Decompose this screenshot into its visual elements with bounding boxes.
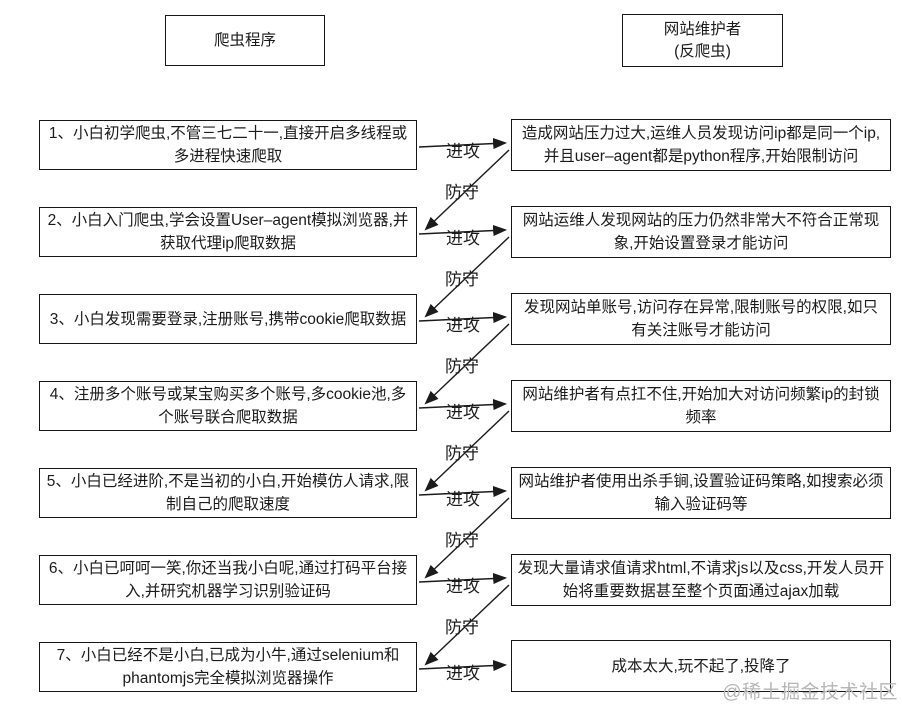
attack-arrow-6 [418,572,508,585]
defend-arrow-6 [424,584,510,666]
attack-arrow-1 [418,137,508,150]
attack-label-7: 进攻 [446,664,480,683]
crawler-step-5-text: 5、小白已经进阶,不是当初的小白,开始模仿人请求,限制自己的爬取速度 [46,473,410,513]
defend-arrow-4 [424,410,510,492]
maintainer-response-7-text: 成本太大,玩不起了,投降了 [611,657,791,675]
defend-label-5: 防守 [445,531,479,550]
attack-label-6: 进攻 [446,577,480,596]
defend-arrow-3 [424,323,510,405]
crawler-step-2-text: 2、小白入门爬虫,学会设置User–agent模拟浏览器,并获取代理ip爬取数据 [47,212,409,252]
maintainer-response-6-box: 发现大量请求值请求html,不请求js以及css,开发人员开始将重要数据甚至整个… [511,554,891,606]
crawler-step-1-text: 1、小白初学爬虫,不管三七二十一,直接开启多线程或多进程快速爬取 [48,125,408,165]
crawler-step-5-box: 5、小白已经进阶,不是当初的小白,开始模仿人请求,限制自己的爬取速度 [39,468,417,518]
maintainer-response-3-box: 发现网站单账号,访问存在异常,限制账号的权限,如只有关注账号才能访问 [511,293,891,345]
defend-label-3: 防守 [445,357,479,376]
attack-arrow-2 [418,224,508,237]
crawler-step-7-box: 7、小白已经不是小白,已成为小牛,通过selenium和phantomjs完全模… [39,642,417,692]
crawler-step-6-box: 6、小白已呵呵一笑,你还当我小白呢,通过打码平台接入,并研究机器学习识别验证码 [39,555,417,605]
attack-arrow-3 [418,311,508,324]
attack-label-5: 进攻 [446,490,480,509]
attack-label-2: 进攻 [446,229,480,248]
maintainer-response-3-text: 发现网站单账号,访问存在异常,限制账号的权限,如只有关注账号才能访问 [524,299,878,339]
attack-arrow-4 [418,398,508,411]
crawler-step-3-text: 3、小白发现需要登录,注册账号,携带cookie爬取数据 [49,310,407,328]
attack-label-3: 进攻 [446,316,480,335]
maintainer-response-4-box: 网站维护者有点扛不住,开始加大对访问频繁ip的封锁频率 [511,380,891,432]
maintainer-response-7-box: 成本太大,玩不起了,投降了 [511,640,891,692]
maintainer-header-label-line1: 网站维护者 [663,20,742,38]
crawler-step-2-box: 2、小白入门爬虫,学会设置User–agent模拟浏览器,并获取代理ip爬取数据 [39,207,417,257]
watermark-juejin: @稀土掘金技术社区 [722,682,898,703]
attack-label-4: 进攻 [446,403,480,422]
crawler-step-1-box: 1、小白初学爬虫,不管三七二十一,直接开启多线程或多进程快速爬取 [39,120,417,170]
defend-arrow-5 [424,497,510,579]
maintainer-response-2-text: 网站运维人发现网站的压力仍然非常大不符合正常现象,开始设置登录才能访问 [522,212,880,252]
defend-arrow-2 [424,236,510,318]
crawler-header-box: 爬虫程序 [165,15,325,66]
attack-arrow-7 [418,659,508,672]
maintainer-header-label-line2: (反爬虫) [674,42,731,60]
maintainer-response-5-box: 网站维护者使用出杀手锏,设置验证码策略,如搜索必须输入验证码等 [511,467,891,519]
defend-arrow-1 [424,149,510,231]
maintainer-header-box: 网站维护者 (反爬虫) [622,14,783,67]
crawler-step-4-box: 4、注册多个账号或某宝购买多个账号,多cookie池,多个账号联合爬取数据 [39,381,417,431]
crawler-step-3-box: 3、小白发现需要登录,注册账号,携带cookie爬取数据 [39,294,417,344]
maintainer-response-1-box: 造成网站压力过大,运维人员发现访问ip都是同一个ip,并且user–agent都… [511,119,891,171]
maintainer-response-2-box: 网站运维人发现网站的压力仍然非常大不符合正常现象,开始设置登录才能访问 [511,206,891,258]
crawler-step-7-text: 7、小白已经不是小白,已成为小牛,通过selenium和phantomjs完全模… [56,647,400,687]
defend-label-6: 防守 [445,618,479,637]
defend-label-4: 防守 [445,444,479,463]
maintainer-response-5-text: 网站维护者使用出杀手锏,设置验证码策略,如搜索必须输入验证码等 [518,473,884,513]
attack-arrow-5 [418,485,508,498]
maintainer-response-4-text: 网站维护者有点扛不住,开始加大对访问频繁ip的封锁频率 [522,386,880,426]
crawler-step-6-text: 6、小白已呵呵一笑,你还当我小白呢,通过打码平台接入,并研究机器学习识别验证码 [48,560,408,600]
maintainer-response-6-text: 发现大量请求值请求html,不请求js以及css,开发人员开始将重要数据甚至整个… [517,560,885,600]
defend-label-2: 防守 [445,270,479,289]
crawler-header-label: 爬虫程序 [213,32,276,49]
defend-label-1: 防守 [445,183,479,202]
crawler-step-4-text: 4、注册多个账号或某宝购买多个账号,多cookie池,多个账号联合爬取数据 [49,386,407,426]
maintainer-response-1-text: 造成网站压力过大,运维人员发现访问ip都是同一个ip,并且user–agent都… [521,125,881,165]
attack-label-1: 进攻 [446,142,480,161]
